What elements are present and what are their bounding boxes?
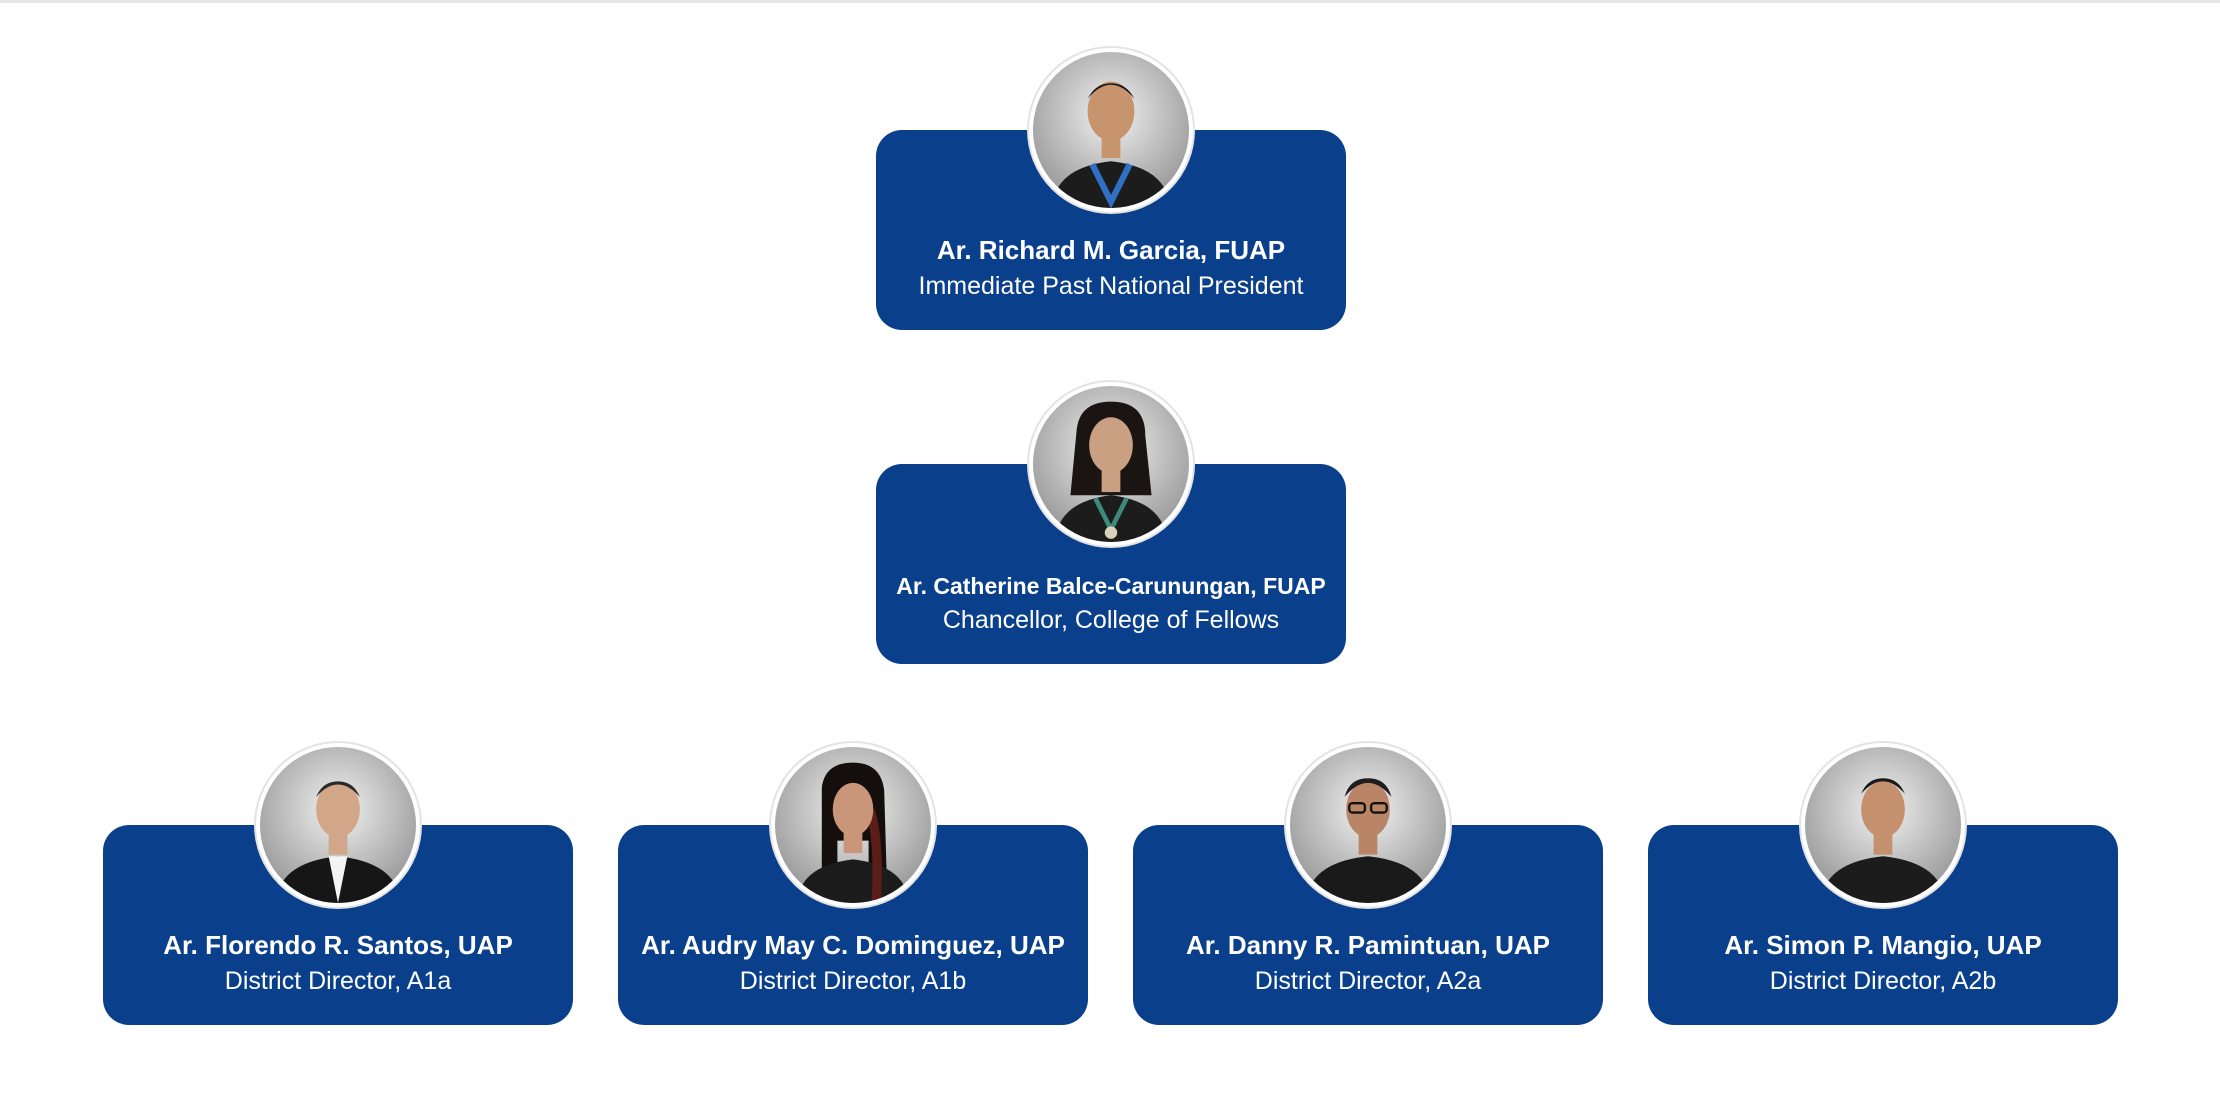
member-card-district-a1b: Ar. Audry May C. Dominguez, UAP District… — [618, 741, 1088, 1025]
portrait-woman-medal-icon — [1027, 380, 1195, 548]
portrait-man-icon — [1799, 741, 1967, 909]
member-role: Chancellor, College of Fellows — [942, 606, 1280, 634]
member-name: Ar. Catherine Balce-Carunungan, FUAP — [896, 573, 1326, 599]
member-card-chancellor: Ar. Catherine Balce-Carunungan, FUAP Cha… — [876, 380, 1346, 664]
member-name: Ar. Audry May C. Dominguez, UAP — [641, 930, 1065, 960]
member-card-district-a2a: Ar. Danny R. Pamintuan, UAP District Dir… — [1133, 741, 1603, 1025]
member-role: District Director, A1a — [224, 967, 452, 995]
member-name: Ar. Simon P. Mangio, UAP — [1724, 930, 2042, 960]
member-name: Ar. Danny R. Pamintuan, UAP — [1185, 930, 1551, 960]
portrait-man-medal-icon — [1027, 46, 1195, 214]
member-role: District Director, A1b — [739, 967, 967, 995]
portrait-man-suit-icon — [254, 741, 422, 909]
member-card-district-a2b: Ar. Simon P. Mangio, UAP District Direct… — [1648, 741, 2118, 1025]
portrait-woman-icon — [769, 741, 937, 909]
member-role: District Director, A2a — [1254, 967, 1482, 995]
member-card-immediate-past-president: Ar. Richard M. Garcia, FUAP Immediate Pa… — [876, 46, 1346, 330]
member-card-district-a1a: Ar. Florendo R. Santos, UAP District Dir… — [103, 741, 573, 1025]
portrait-man-glasses-icon — [1284, 741, 1452, 909]
member-role: Immediate Past National President — [918, 272, 1304, 300]
member-role: District Director, A2b — [1769, 967, 1997, 995]
member-name: Ar. Florendo R. Santos, UAP — [163, 930, 513, 960]
member-name: Ar. Richard M. Garcia, FUAP — [936, 235, 1286, 265]
